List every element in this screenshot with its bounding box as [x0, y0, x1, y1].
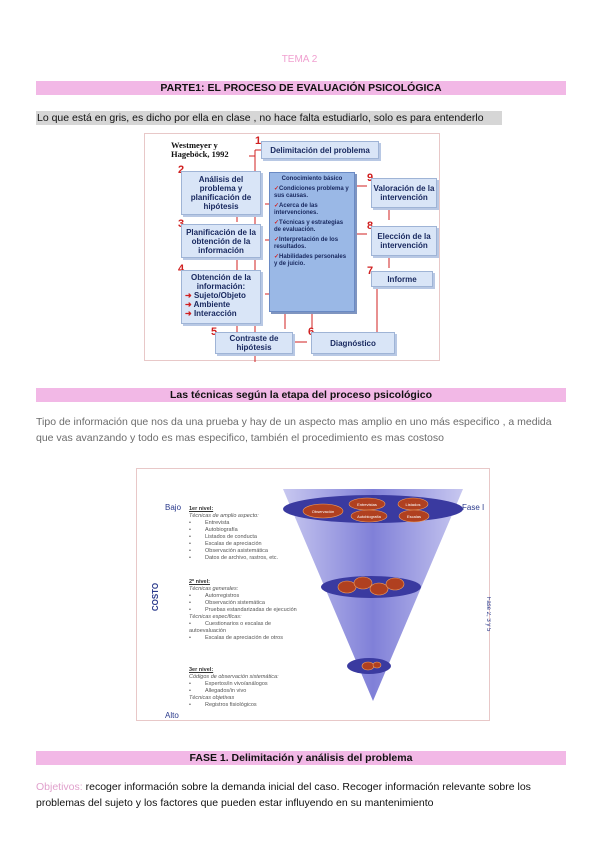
- costo-label: COSTO: [151, 583, 160, 611]
- box-planificacion: Planificación de la obtención de la info…: [181, 224, 261, 258]
- fase1-label: Fase I: [462, 503, 485, 512]
- box-informe: Informe: [371, 271, 433, 287]
- level3-list: 3er nivel: Códigos de observación sistem…: [189, 667, 309, 709]
- funnel-graphic: Observación Entrevistas Autobiografía Li…: [151, 489, 491, 701]
- tema-heading: TEMA 2: [281, 54, 318, 65]
- step-number-5: 5: [211, 326, 217, 338]
- box-analisis-label: Análisis del problema y planificación de…: [190, 175, 252, 211]
- level1-item: Autobiografía: [189, 527, 299, 534]
- step-number-8: 8: [367, 220, 373, 232]
- box-diagnostico: Diagnóstico: [311, 332, 395, 354]
- box-obtencion-title: Obtención de la información:: [190, 273, 251, 291]
- center-item-5: ✓Habilidades personales y de juicio.: [274, 254, 347, 267]
- level2-heading: 2º nivel:: [189, 579, 210, 585]
- oval-entrevistas-label: Entrevistas: [357, 502, 377, 507]
- box-obtencion-item-3: ➜ Interacción: [185, 309, 237, 318]
- techniques-funnel-diagram: Observación Entrevistas Autobiografía Li…: [136, 468, 491, 721]
- oval-escalas: [398, 509, 430, 523]
- box-planificacion-label: Planificación de la obtención de la info…: [186, 227, 256, 255]
- knowledge-center-box: Conocimiento básico ✓Condiciones problem…: [269, 172, 355, 312]
- center-item-2: ✓Acerca de las intervenciones.: [274, 203, 319, 216]
- box-eleccion: Elección de la intervención: [371, 226, 437, 256]
- level1-subheading: Técnicas de amplio aspecto:: [189, 513, 259, 519]
- level1-item: Entrevista: [189, 520, 299, 527]
- center-item-3: ✓Técnicas y estrategias de evaluación.: [274, 220, 344, 233]
- level1-heading: 1er nivel:: [189, 506, 214, 512]
- level1-list: 1er nivel: Técnicas de amplio aspecto: E…: [189, 506, 299, 562]
- level3-heading: 3er nivel:: [189, 667, 214, 673]
- paragraph-objetivos: Objetivos: recoger información sobre la …: [36, 779, 566, 811]
- level1-item: Escalas de apreciación: [189, 541, 299, 548]
- diagram-reference: Westmeyer y Hageböck, 1992: [171, 140, 229, 159]
- box-delimitacion-label: Delimitación del problema: [270, 145, 370, 155]
- step-number-9: 9: [367, 172, 373, 184]
- fase-side-label: Fase 2, 3 y 5: [485, 597, 491, 632]
- box-eleccion-label: Elección de la intervención: [377, 232, 431, 250]
- section-title-fase1: FASE 1. Delimitación y análisis del prob…: [36, 751, 566, 765]
- paragraph-tecnicas: Tipo de información que nos da una prueb…: [36, 416, 552, 444]
- box-analisis: Análisis del problema y planificación de…: [181, 171, 261, 215]
- level1-item: Datos de archivo, rastros, etc.: [189, 555, 299, 562]
- box-diagnostico-label: Diagnóstico: [330, 338, 376, 348]
- level2-item: Autorregistros: [189, 593, 309, 600]
- step-number-7: 7: [367, 265, 373, 277]
- box-valoracion-label: Valoración de la intervención: [373, 184, 435, 202]
- grey-note: Lo que está en gris, es dicho por ella e…: [36, 111, 502, 125]
- center-item-4: ✓Interpretación de los resultados.: [274, 237, 339, 250]
- level2-list: 2º nivel: Técnicas generales: Autorregis…: [189, 579, 309, 642]
- level2-subheading: Técnicas generales:: [189, 586, 239, 592]
- level3-item: Expertos/in vivo/análogos: [189, 681, 309, 688]
- level1-item: Listados de conducta: [189, 534, 299, 541]
- level2-subheading-2: Técnicas específicas:: [189, 614, 242, 620]
- oval-autobiografia-label: Autobiografía: [357, 514, 382, 519]
- box-obtencion-item-1: ➜ Sujeto/Objeto: [185, 291, 246, 300]
- level2-item: Pruebas estandarizadas de ejecución: [189, 607, 309, 614]
- level3-subheading: Códigos de observación sistemática:: [189, 674, 279, 680]
- level2-item: Cuestionarios o escalas de autoevaluació…: [189, 621, 309, 635]
- oval-autobiografia: [350, 509, 388, 523]
- box-obtencion: Obtención de la información: ➜ Sujeto/Ob…: [181, 270, 261, 324]
- oval-observacion-label: Observación: [312, 509, 334, 514]
- oval-observacion: [302, 503, 344, 519]
- section-title-parte1: PARTE1: EL PROCESO DE EVALUACIÓN PSICOLÓ…: [36, 81, 566, 95]
- level3-item: Registros fisiológicos: [189, 702, 309, 709]
- section-title-tecnicas: Las técnicas según la etapa del proceso …: [36, 388, 566, 402]
- box-delimitacion: Delimitación del problema: [261, 141, 379, 159]
- step-number-1: 1: [255, 135, 262, 147]
- evaluation-process-diagram: Westmeyer y Hageböck, 1992 1 Delimitació…: [144, 133, 440, 362]
- box-obtencion-item-2: ➜ Ambiente: [185, 300, 231, 309]
- alto-label: Alto: [165, 711, 179, 720]
- bajo-label: Bajo: [165, 503, 182, 512]
- level1-item: Observación asistemática: [189, 548, 299, 555]
- center-item-1: ✓Condiciones problema y sus causas.: [274, 186, 349, 199]
- level3-item: Allegados/in vivo: [189, 688, 309, 695]
- box-informe-label: Informe: [387, 274, 417, 284]
- box-contraste: Contraste de hipótesis: [215, 332, 293, 354]
- level2-item: Observación sistemática: [189, 600, 309, 607]
- step-number-2: 2: [178, 164, 185, 176]
- box-valoracion: Valoración de la intervención: [371, 178, 437, 208]
- level3-subheading-2: Técnicas objetivas: [189, 695, 235, 701]
- box-contraste-label: Contraste de hipótesis: [229, 334, 279, 352]
- center-title: Conocimiento básico: [281, 176, 343, 182]
- objetivos-label: Objetivos:: [36, 781, 83, 793]
- objetivos-text: recoger información sobre la demanda ini…: [36, 781, 531, 809]
- step-number-4: 4: [178, 263, 185, 275]
- level2-item: Escalas de apreciación de otros: [189, 635, 309, 642]
- oval-listados-label: Listados: [406, 502, 421, 507]
- oval-escalas-label: Escalas: [407, 514, 421, 519]
